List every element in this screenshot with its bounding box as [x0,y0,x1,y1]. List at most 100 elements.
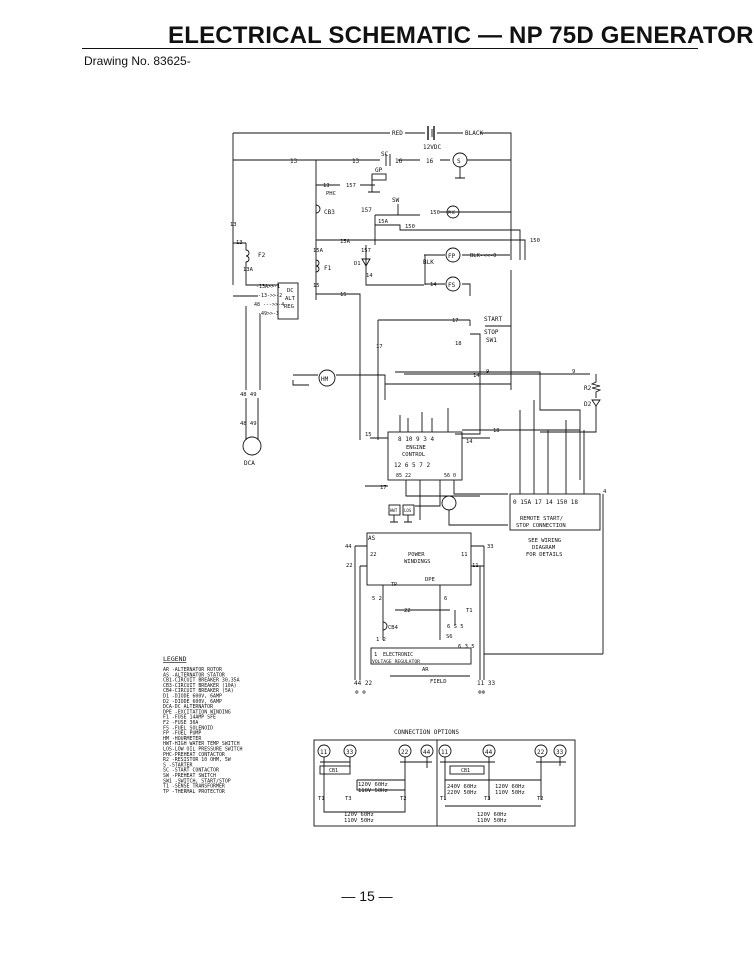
svg-text:8 10 9 3 4: 8 10 9 3 4 [398,436,435,443]
svg-text:18: 18 [455,341,462,347]
svg-text:9: 9 [572,369,575,375]
legend-item: PHC-PREHEAT CONTACTOR [163,752,225,758]
drawing-number: Drawing No. 83625- [84,54,191,68]
svg-text:D2: D2 [584,401,592,408]
svg-text:4: 4 [603,489,607,495]
svg-text:110V 50Hz: 110V 50Hz [477,818,507,824]
fuel-circuit: FP BLK-<<-0 BLK FS 14 [423,247,510,296]
svg-text:CB1: CB1 [329,768,338,774]
svg-text:WINDINGS: WINDINGS [404,559,431,565]
svg-text:15: 15 [340,292,347,298]
svg-text:BLK-<<-0: BLK-<<-0 [470,253,497,259]
svg-text:CB4: CB4 [388,625,399,631]
svg-text:S6: S6 [446,634,453,640]
right-terminals: 11 44 22 33 [438,744,567,758]
svg-text:SEE WIRING: SEE WIRING [528,538,561,544]
legend-item: SW -PREHEAT SWITCH [163,773,216,779]
svg-text:13: 13 [352,158,360,165]
legend-item: AR -ALTERNATOR ROTOR [163,667,222,673]
svg-text:-13A>>-1: -13A>>-1 [256,284,280,290]
svg-text:48 49: 48 49 [240,392,257,398]
legend-item: D2 -DIODE 600V, 6AMP [163,699,222,705]
hourmeter-circuit: HM 14 9 9 R2 D2 [292,369,602,433]
svg-text:T1: T1 [318,796,325,802]
svg-text:STOP CONNECTION: STOP CONNECTION [516,523,566,529]
svg-text:CONTROL: CONTROL [402,452,426,458]
svg-text:15: 15 [313,283,320,289]
start-stop-switch: 17 START STOP SW1 17 18 [376,270,581,480]
svg-text:CB3: CB3 [324,209,335,216]
svg-text:VOLTAGE REGULATOR: VOLTAGE REGULATOR [372,659,420,665]
legend-item: CB1-CIRCUIT BREAKER 30,35A [163,678,240,684]
svg-text:13: 13 [230,222,237,228]
legend-item: FP -FUEL PUMP [163,731,201,737]
svg-text:SW: SW [392,197,400,204]
svg-text:HWT: HWT [390,508,398,513]
svg-text:-49>>-3: -49>>-3 [258,311,279,317]
svg-text:22: 22 [401,749,409,756]
legend-item: SC -START CONTACTOR [163,768,219,774]
svg-text:22: 22 [404,608,411,614]
legend-item: F1 -FUSE 14AMP SFE [163,715,216,721]
svg-text:17: 17 [452,318,459,324]
svg-text:FIELD: FIELD [430,679,447,685]
legend-item: CB3-CIRCUIT BREAKER (10A) [163,683,237,689]
svg-text:T2: T2 [537,796,544,802]
svg-text:REG: REG [284,304,294,310]
svg-text:85 22: 85 22 [396,473,411,479]
svg-text:FS: FS [448,282,456,289]
svg-text:START: START [484,316,502,323]
svg-text:33: 33 [487,544,494,550]
svg-text:LEGEND: LEGEND [163,655,187,663]
switches-group: HWT LOS [388,495,508,526]
svg-text:STOP: STOP [484,329,499,336]
legend-item: AS -ALTERNATOR STATOR [163,672,225,678]
svg-text:1: 1 [374,652,377,658]
engine-control-module: 8 10 9 3 4 ENGINE CONTROL 12 6 5 7 2 15 … [365,408,580,520]
svg-text:T1: T1 [466,608,473,614]
svg-text:PHC: PHC [326,191,336,197]
dc-alternator-circuit: 13 13 F2 13A DC ALT REG -13A>>-1 -13->>-… [230,222,299,467]
svg-text:240V 60Hz: 240V 60Hz [447,784,477,790]
legend-item: HM -HOURMETER [163,736,201,742]
svg-text:120V 60Hz: 120V 60Hz [495,784,525,790]
legend-item: SW1 -SWITCH, START/STOP [163,778,231,784]
svg-text:HM: HM [321,376,329,383]
svg-text:5 2: 5 2 [372,596,382,602]
svg-text:13A: 13A [243,267,254,273]
svg-text:22: 22 [346,563,353,569]
svg-text:DPE: DPE [425,577,435,583]
connection-options-box [313,739,576,827]
svg-text:44: 44 [485,749,493,756]
svg-text:11 33: 11 33 [477,680,495,687]
svg-text:13: 13 [290,158,298,165]
connection-options: CONNECTION OPTIONS 11 33 22 44 11 44 22 … [313,729,576,827]
svg-text:220V 50Hz: 220V 50Hz [447,790,477,796]
svg-text:REMOTE START/: REMOTE START/ [520,516,563,522]
sense-transformer: 5 2 6 22 T1 CB4 6 S 5 1 2 S6 [372,585,473,643]
svg-text:110V 50Hz: 110V 50Hz [495,790,525,796]
wire-red-label: RED [392,130,403,137]
svg-text:11: 11 [320,749,328,756]
svg-text:DC: DC [287,288,294,294]
wire-black-label: BLACK [465,130,483,137]
svg-text:48 --->>-4: 48 --->>-4 [254,302,284,308]
svg-text:11: 11 [441,749,449,756]
svg-text:15A: 15A [313,248,324,254]
svg-text:44: 44 [345,544,352,550]
svg-text:FOR DETAILS: FOR DETAILS [526,552,562,558]
svg-text:44 22: 44 22 [354,680,372,687]
legend-item: F2 -FUSE 30A [163,720,198,726]
battery-voltage-label: 12VDC [423,144,441,151]
svg-text:⊗⊗: ⊗⊗ [478,689,486,696]
page-number: — 15 — [341,888,393,904]
svg-text:22: 22 [537,749,545,756]
svg-text:POWER: POWER [408,552,425,558]
svg-text:SC: SC [381,151,389,158]
page-title: ELECTRICAL SCHEMATIC — NP 75D GENERATOR [168,22,754,49]
svg-text:F2: F2 [258,252,266,259]
svg-text:F1: F1 [324,265,332,272]
svg-text:15: 15 [365,432,372,438]
svg-text:22: 22 [370,552,377,558]
